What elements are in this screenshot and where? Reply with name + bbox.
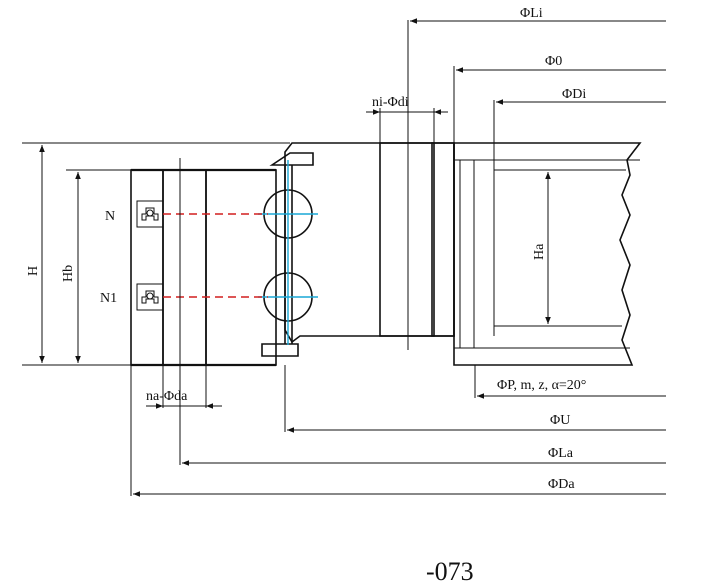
label-phi-o: Φ0: [545, 54, 562, 69]
label-n1: N1: [100, 291, 117, 306]
label-phi-p: ΦP, m, z, α=20°: [497, 378, 586, 393]
grease-nipple-n: [136, 200, 164, 228]
extension-lines: [22, 20, 560, 496]
label-hb: Hb: [61, 265, 76, 282]
seals: [261, 152, 314, 357]
raceway: [258, 160, 318, 345]
part-number: -073: [426, 557, 474, 586]
label-phi-u: ΦU: [550, 413, 570, 428]
label-h: H: [26, 266, 41, 276]
grease-nipple-n1: [136, 283, 164, 311]
outer-ring: [130, 168, 277, 367]
dimension-lines: [39, 18, 666, 497]
inner-ring: [284, 142, 642, 366]
label-ha: Ha: [532, 243, 547, 260]
label-phi-la: ΦLa: [548, 446, 574, 461]
label-na-phi-da: na-Φda: [146, 389, 188, 404]
label-phi-di: ΦDi: [562, 87, 586, 102]
label-phi-li: ΦLi: [520, 6, 543, 21]
label-n: N: [105, 209, 115, 224]
label-ni-phi-di: ni-Φdi: [372, 95, 409, 110]
label-phi-da: ΦDa: [548, 477, 575, 492]
